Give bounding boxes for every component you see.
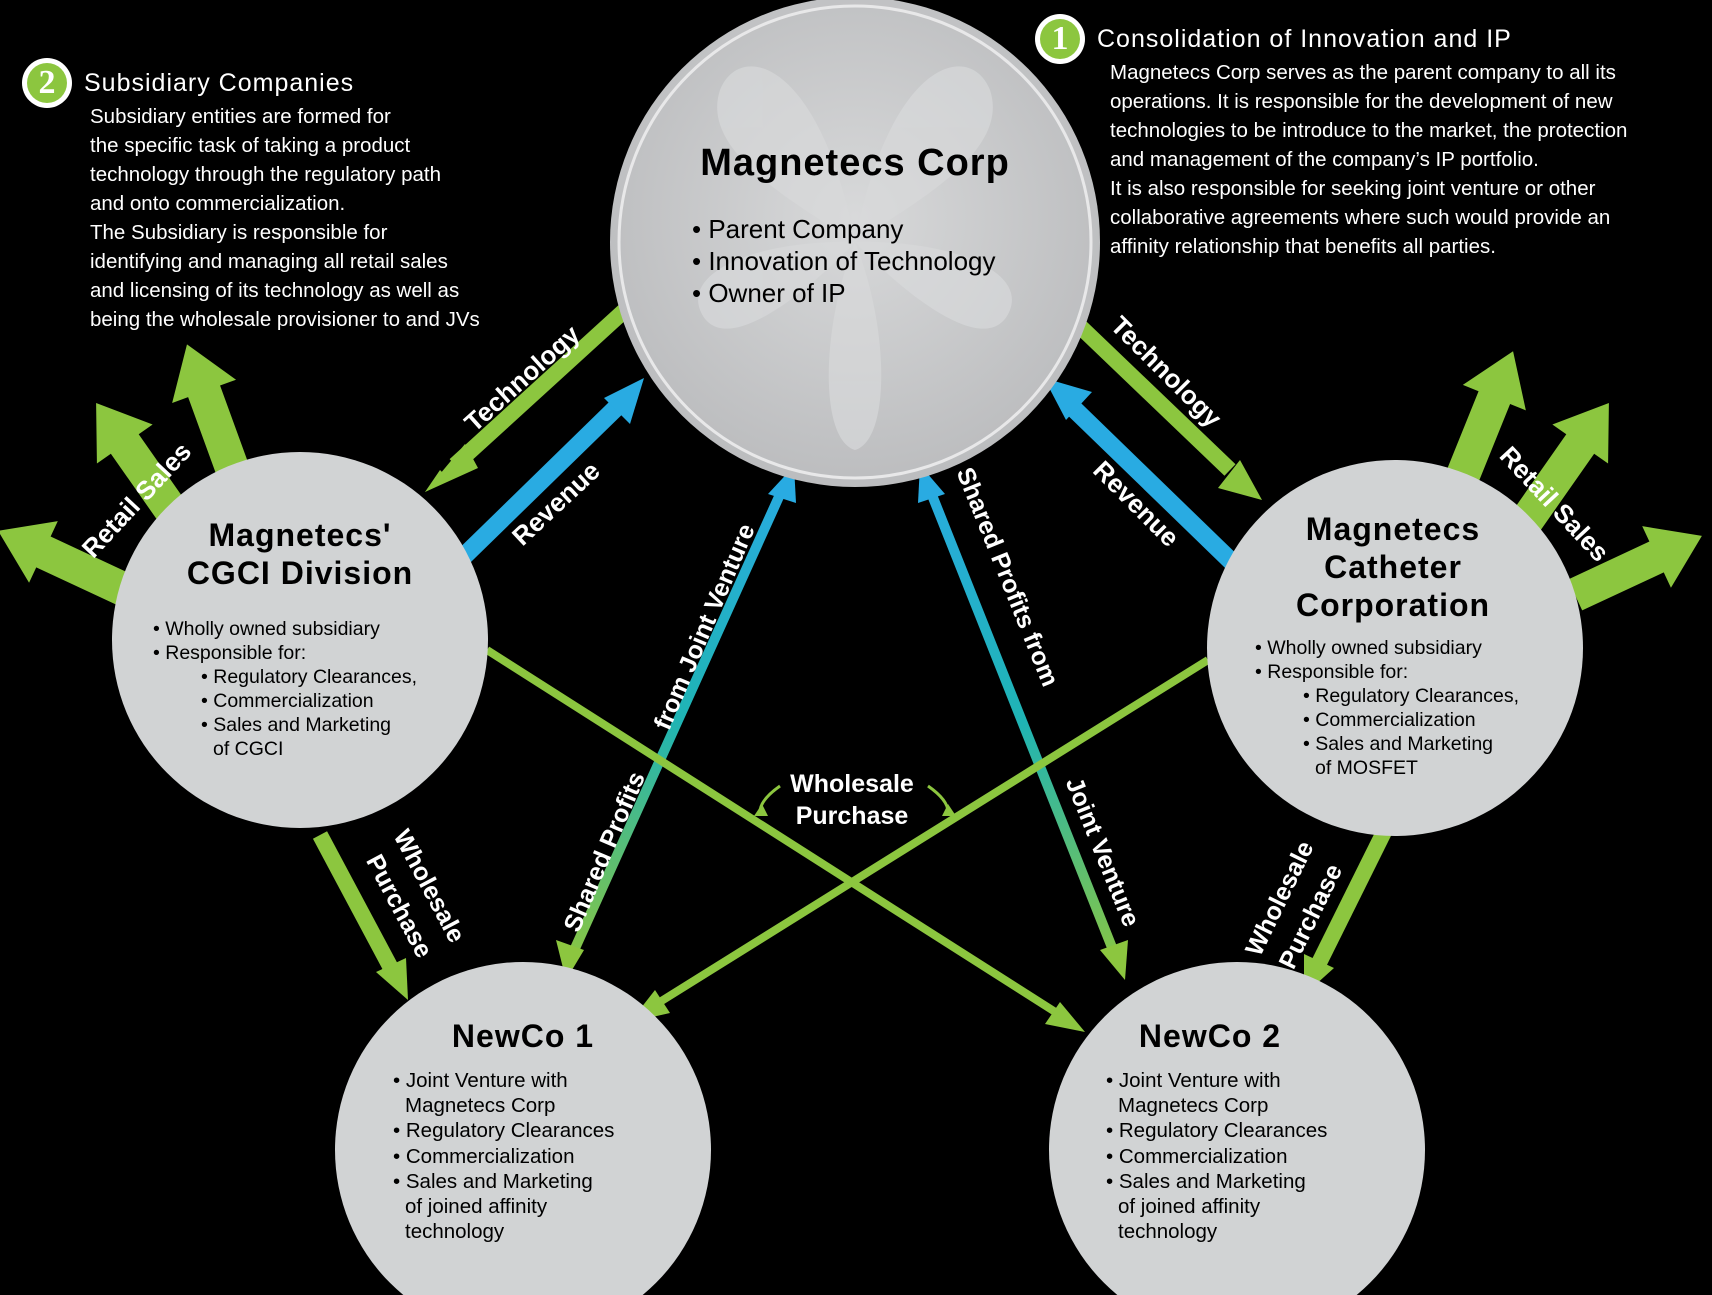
catheter-circle — [1207, 460, 1583, 836]
revenue-arrow-left — [451, 378, 644, 569]
label-wholesale-center-2: Purchase — [796, 802, 909, 830]
shared-profits-arrow-left — [556, 466, 796, 980]
corp-circle — [610, 0, 1100, 487]
newco1-list: • Joint Venture with Magnetecs Corp • Re… — [393, 1069, 615, 1244]
cgci-title: Magnetecs' CGCI Division — [186, 517, 414, 591]
revenue-arrow-right — [1044, 378, 1242, 572]
newco2-list: • Joint Venture with Magnetecs Corp • Re… — [1106, 1069, 1328, 1244]
corp-title: Magnetecs Corp — [700, 142, 1010, 184]
note-subsidiary-title: Subsidiary Companies — [84, 68, 355, 97]
shared-profits-arrow-right — [918, 465, 1128, 980]
technology-arrow-left — [425, 304, 631, 492]
technology-arrow-right — [1059, 306, 1262, 500]
note-subsidiary: 2 Subsidiary Companies Subsidiary entiti… — [22, 58, 480, 334]
wholesale-cross-arrow-to-newco2 — [484, 646, 1085, 1032]
label-wholesale-center-1: Wholesale — [790, 770, 914, 798]
note-innovation: 1 Consolidation of Innovation and IP Mag… — [1035, 14, 1627, 261]
newco1-title: NewCo 1 — [451, 1018, 595, 1054]
catheter-title: Magnetecs Catheter Corporation — [1295, 511, 1491, 623]
catheter-list: • Wholly owned subsidiary • Responsible … — [1255, 637, 1520, 779]
newco2-circle — [1049, 962, 1425, 1295]
newco2-title: NewCo 2 — [1138, 1018, 1282, 1054]
label-technology-left: Technology — [458, 319, 585, 438]
wholesale-arrow-left — [312, 831, 408, 1000]
label-shared-profits-left-1: Shared Profits — [558, 768, 651, 936]
propeller-watermark — [698, 66, 1012, 450]
cgci-circle — [112, 452, 488, 828]
note-innovation-title: Consolidation of Innovation and IP — [1097, 24, 1512, 53]
corp-list: • Parent Company • Innovation of Technol… — [692, 214, 996, 308]
newco1-circle — [335, 962, 711, 1295]
number-two-badge: 2 — [22, 58, 72, 108]
cgci-list: • Wholly owned subsidiary • Responsible … — [153, 618, 418, 760]
label-shared-profits-left-2: from Joint Venture — [649, 520, 761, 734]
note-subsidiary-body: Subsidiary entities are formed for the s… — [90, 105, 480, 331]
note-innovation-body: Magnetecs Corp serves as the parent comp… — [1110, 61, 1628, 258]
retail-sales-arrows-right — [1439, 351, 1702, 611]
number-one-badge: 1 — [1035, 14, 1085, 64]
center-curved-arrows — [754, 784, 956, 816]
